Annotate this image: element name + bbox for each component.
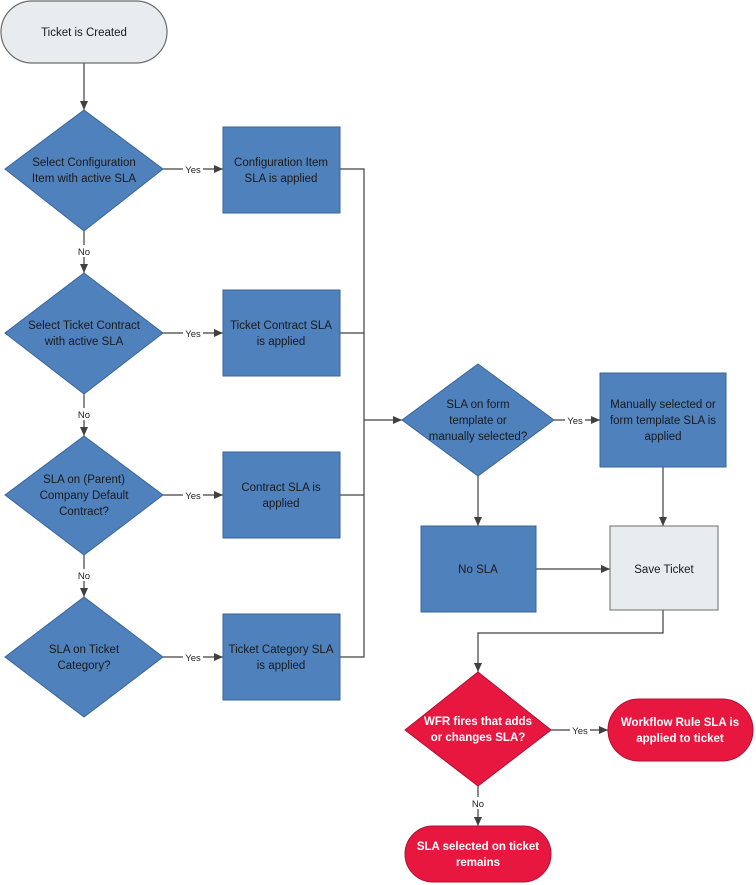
label-no-ci: No <box>78 247 90 258</box>
decision-form-template-label-line-1: SLA on form <box>446 399 509 411</box>
process-ticket-category-label-line-1: Ticket Category SLA <box>228 644 333 656</box>
connectors <box>80 63 667 826</box>
decision-workflow-rule-label: WFR fires that adds or changes SLA? <box>424 716 532 744</box>
process-ticket-category-sla <box>222 613 341 701</box>
terminal-sla-remains-label: SLA selected on ticket remains <box>417 841 539 869</box>
process-no-sla <box>420 525 537 613</box>
label-yes-category: Yes <box>185 653 201 664</box>
process-ticket-contract-label-line-2: is applied <box>257 336 306 348</box>
process-no-sla-label: No SLA <box>458 564 498 576</box>
decision-parent-company <box>4 435 164 556</box>
decision-ticket-contract <box>4 272 164 395</box>
process-manual-sla-label: Manually selected or form template SLA is… <box>610 399 716 443</box>
decision-workflow-rule <box>404 671 552 787</box>
process-contract-sla-label-line-2: applied <box>262 498 299 510</box>
process-configuration-item-sla <box>222 126 341 214</box>
process-manual-sla-label-line-1: Manually selected or <box>610 399 716 411</box>
decision-form-template <box>401 363 555 477</box>
edge-save-to-wfr <box>474 610 664 672</box>
process-configuration-item-label-line-2: SLA is applied <box>245 173 318 185</box>
process-ticket-category-label-line-2: is applied <box>257 660 306 672</box>
decision-workflow-rule-label-line-1: WFR fires that adds <box>424 716 532 728</box>
decision-form-template-label-line-2: template or <box>449 415 507 427</box>
label-yes-contract: Yes <box>185 329 201 340</box>
process-ticket-category-label: Ticket Category SLA is applied <box>228 644 333 672</box>
process-ticket-contract-sla <box>222 289 341 377</box>
label-no-wfr: No <box>472 799 484 810</box>
label-yes-form: Yes <box>567 416 583 427</box>
process-save-ticket-label-line-1: Save Ticket <box>634 564 694 576</box>
ticket-created-terminal <box>0 0 168 64</box>
process-configuration-item-label-line-1: Configuration Item <box>234 157 328 169</box>
terminal-workflow-rule-label: Workflow Rule SLA is applied to ticket <box>621 717 739 745</box>
label-yes-wfr: Yes <box>572 726 588 737</box>
terminal-workflow-rule-label-line-2: applied to ticket <box>636 733 724 745</box>
process-contract-sla-label-line-1: Contract SLA is <box>241 482 321 494</box>
process-no-sla-label-line-1: No SLA <box>458 564 498 576</box>
terminal-sla-remains <box>404 825 552 883</box>
decision-ticket-category-label-line-2: Category? <box>57 660 110 672</box>
process-manual-sla-label-line-3: applied <box>644 431 681 443</box>
edge-labels: Yes Yes Yes Yes No No No Yes Yes No <box>75 163 590 810</box>
terminal-sla-remains-label-line-1: SLA selected on ticket <box>417 841 539 853</box>
decision-ticket-contract-label: Select Ticket Contract with active SLA <box>28 320 141 348</box>
decision-ticket-category-label-line-1: SLA on Ticket <box>49 644 120 656</box>
terminal-sla-remains-label-line-2: remains <box>456 857 500 869</box>
decision-workflow-rule-label-line-2: or changes SLA? <box>431 732 526 744</box>
ticket-created-label: Ticket is Created <box>41 27 127 39</box>
decision-form-template-label: SLA on form template or manually selected? <box>429 399 527 443</box>
decision-parent-company-label-line-3: Contract? <box>59 506 109 518</box>
decision-form-template-label-line-3: manually selected? <box>429 431 527 443</box>
process-manual-sla <box>599 372 727 468</box>
decision-parent-company-label-line-1: SLA on (Parent) <box>43 474 125 486</box>
decision-configuration-item <box>4 109 164 232</box>
process-save-ticket-label: Save Ticket <box>634 564 694 576</box>
process-contract-sla-label: Contract SLA is applied <box>241 482 321 510</box>
process-manual-sla-label-line-2: form template SLA is <box>610 415 716 427</box>
label-no-contract: No <box>78 410 90 421</box>
ticket-created-label-line-1: Ticket is Created <box>41 27 127 39</box>
decision-ticket-contract-label-line-2: with active SLA <box>44 336 124 348</box>
decision-ticket-contract-label-line-1: Select Ticket Contract <box>28 320 141 332</box>
process-contract-sla <box>222 451 341 539</box>
label-no-parent: No <box>78 571 90 582</box>
terminal-workflow-rule-label-line-1: Workflow Rule SLA is <box>621 717 739 729</box>
decision-configuration-item-label-line-2: Item with active SLA <box>32 173 137 185</box>
decision-ticket-category <box>4 596 164 718</box>
decision-parent-company-label-line-2: Company Default <box>40 490 130 502</box>
process-ticket-contract-label-line-1: Ticket Contract SLA <box>230 320 332 332</box>
edge-merge-ci <box>340 168 365 658</box>
decision-configuration-item-label-line-1: Select Configuration <box>32 157 136 169</box>
terminal-workflow-rule-sla <box>607 698 754 762</box>
label-yes-ci: Yes <box>185 165 201 176</box>
process-save-ticket <box>609 525 719 611</box>
label-yes-parent: Yes <box>185 491 201 502</box>
process-ticket-contract-label: Ticket Contract SLA is applied <box>230 320 332 348</box>
